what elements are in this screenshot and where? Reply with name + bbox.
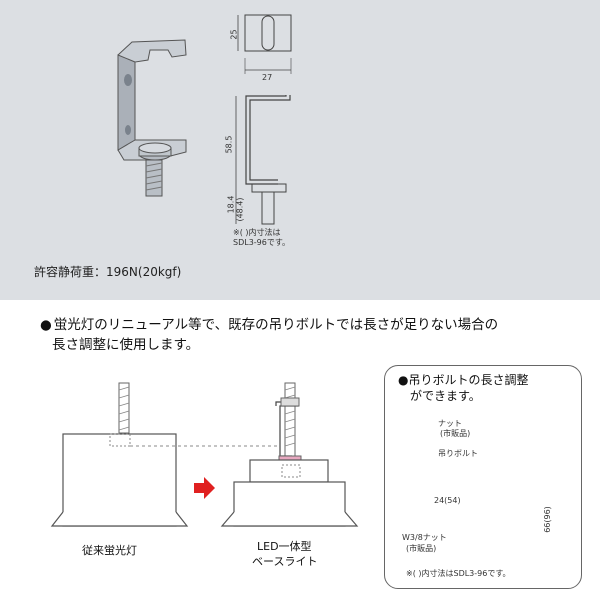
label-nut-sub: (市販品) xyxy=(440,429,471,438)
top-view-drawing xyxy=(237,14,292,74)
callout-title-line1: 吊りボルトの長さ調整 xyxy=(408,373,529,387)
callout-box xyxy=(384,365,582,589)
label-led-line1: LED一体型 xyxy=(257,540,312,553)
side-view-drawing xyxy=(235,95,291,225)
product-note-line2: SDL3-96です。 xyxy=(233,238,291,247)
dim-25-label: 25 xyxy=(229,29,239,40)
label-w38-nut: W3/8ナット xyxy=(402,533,447,542)
callout-note: ※( )内寸法はSDL3-96です。 xyxy=(406,569,511,578)
product-note-line1: ※( )内寸法は xyxy=(233,228,281,237)
label-bolt: 吊りボルト xyxy=(438,449,478,458)
callout-title: ●吊りボルトの長さ調整 ができます。 xyxy=(398,372,529,404)
label-nut: ナット xyxy=(438,419,462,428)
label-w38-nut-sub: (市販品) xyxy=(406,544,437,553)
allowable-load-label: 許容静荷重：196N(20kgf) xyxy=(34,265,182,279)
label-led-line2: ベースライト xyxy=(252,555,318,568)
transition-arrow xyxy=(194,477,215,499)
dim-66-label: 66(96) xyxy=(542,506,552,533)
dim-48-4-label: (48.4) xyxy=(235,197,245,222)
dim-18-4-label: 18.4 xyxy=(226,195,236,214)
old-fixture-drawing xyxy=(50,382,280,527)
description-bullet: ● xyxy=(40,317,52,333)
dim-58-5-label: 58.5 xyxy=(224,135,234,154)
description-line1: 蛍光灯のリニューアル等で、既存の吊りボルトでは長さが足りない場合の xyxy=(53,317,499,333)
dim-24-label: 24(54) xyxy=(434,496,461,505)
bracket-photo xyxy=(117,39,187,197)
dim-27-label: 27 xyxy=(262,73,273,82)
product-panel xyxy=(0,0,600,300)
callout-title-line2: ができます。 xyxy=(410,389,481,403)
description-text: ●蛍光灯のリニューアル等で、既存の吊りボルトでは長さが足りない場合の 長さ調整に… xyxy=(40,315,498,355)
label-old-fixture: 従来蛍光灯 xyxy=(82,544,137,557)
description-line2: 長さ調整に使用します。 xyxy=(52,337,200,353)
callout-bullet: ● xyxy=(398,373,409,387)
led-fixture-drawing xyxy=(220,382,359,527)
